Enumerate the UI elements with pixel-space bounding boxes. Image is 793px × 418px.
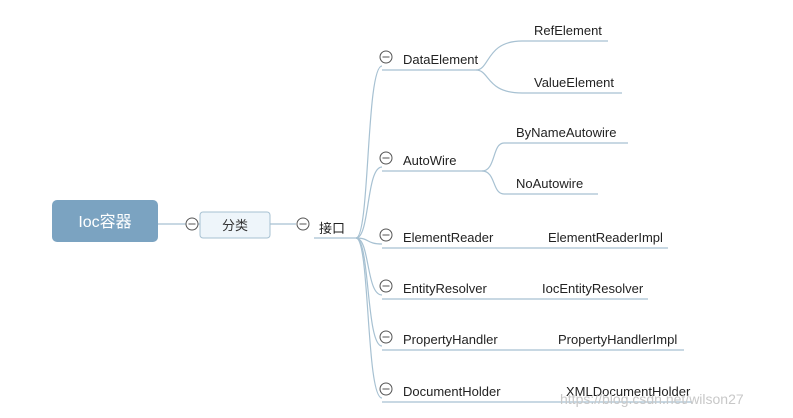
branch-connector xyxy=(355,237,383,399)
root-label: Ioc容器 xyxy=(78,213,131,231)
branch-connector xyxy=(355,237,383,296)
branch-collapse-icon[interactable] xyxy=(379,279,393,293)
leaf-node[interactable]: ByNameAutowire xyxy=(481,125,628,172)
branch-label: DocumentHolder xyxy=(403,384,501,399)
leaf-connector xyxy=(475,40,523,71)
leaf-node[interactable]: NoAutowire xyxy=(481,170,598,195)
branch-label: EntityResolver xyxy=(403,281,487,296)
branch-label: ElementReader xyxy=(403,230,494,245)
leaf-node[interactable]: XMLDocumentHolder xyxy=(500,384,692,403)
leaf-label: XMLDocumentHolder xyxy=(566,384,691,399)
branch-label: DataElement xyxy=(403,52,479,67)
leaf-label: ByNameAutowire xyxy=(516,125,616,140)
leaf-node[interactable]: ValueElement xyxy=(475,69,622,94)
branch-collapse-icon[interactable] xyxy=(379,151,393,165)
leaf-node[interactable]: PropertyHandlerImpl xyxy=(500,332,684,351)
branch-collapse-icon[interactable] xyxy=(379,50,393,64)
leaf-node[interactable]: RefElement xyxy=(475,23,608,71)
branch-label: AutoWire xyxy=(403,153,456,168)
leaf-connector xyxy=(481,142,505,172)
branch-4[interactable]: PropertyHandler PropertyHandlerImpl xyxy=(355,237,684,351)
branch-collapse-icon[interactable] xyxy=(379,228,393,242)
root-node[interactable]: Ioc容器 xyxy=(52,200,158,242)
leaf-connector xyxy=(475,69,523,94)
category-label: 分类 xyxy=(222,218,248,233)
branch-3[interactable]: EntityResolver IocEntityResolver xyxy=(355,237,648,300)
branches-layer: DataElement RefElementValueElementAutoWir… xyxy=(355,23,692,403)
branch-collapse-icon[interactable] xyxy=(379,330,393,344)
leaf-label: ElementReaderImpl xyxy=(548,230,663,245)
branch-label: PropertyHandler xyxy=(403,332,498,347)
category-node[interactable]: 分类 xyxy=(199,211,271,239)
branch-5[interactable]: DocumentHolder XMLDocumentHolder xyxy=(355,237,692,403)
root-collapse-icon[interactable] xyxy=(185,217,199,231)
branch-collapse-icon[interactable] xyxy=(379,382,393,396)
leaf-label: NoAutowire xyxy=(516,176,583,191)
leaf-label: ValueElement xyxy=(534,75,614,90)
interface-group-label: 接口 xyxy=(319,221,345,236)
leaf-label: PropertyHandlerImpl xyxy=(558,332,677,347)
branch-connector xyxy=(355,166,383,239)
leaf-label: IocEntityResolver xyxy=(542,281,644,296)
branch-connector xyxy=(355,65,383,239)
leaf-connector xyxy=(481,170,505,195)
category-collapse-icon[interactable] xyxy=(296,217,310,231)
leaf-label: RefElement xyxy=(534,23,602,38)
branch-connector xyxy=(355,237,383,245)
leaf-node[interactable]: ElementReaderImpl xyxy=(490,230,668,249)
leaf-node[interactable]: IocEntityResolver xyxy=(490,281,648,300)
branch-2[interactable]: ElementReader ElementReaderImpl xyxy=(355,228,668,249)
watermark: https://blog.csdn.net/wilson27 xyxy=(560,391,744,407)
